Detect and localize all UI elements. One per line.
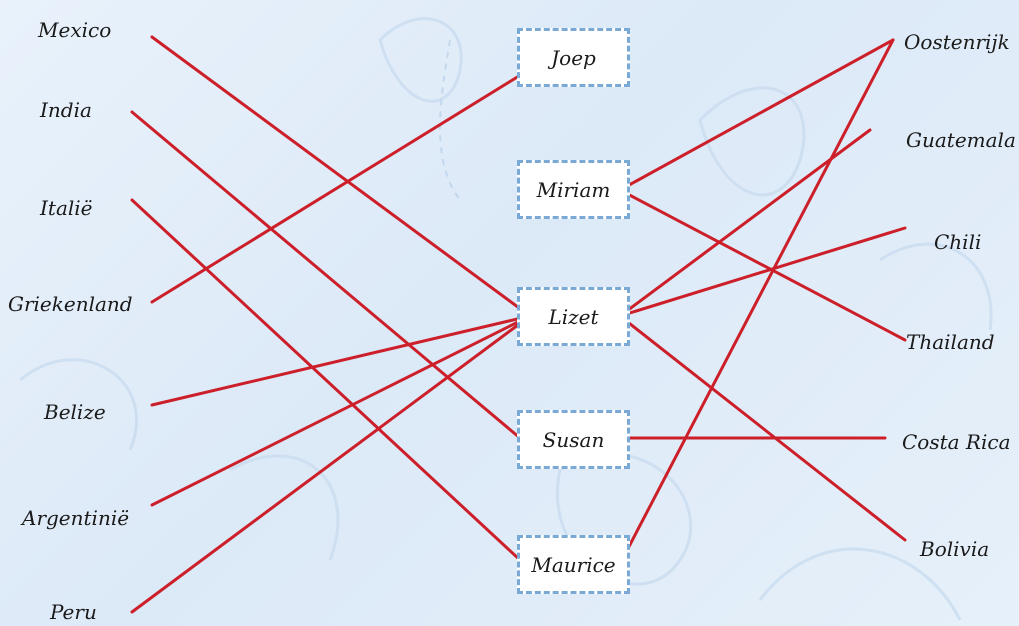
person-box-miriam: Miriam	[517, 160, 630, 219]
country-label-india: India	[40, 98, 92, 122]
country-label-belize: Belize	[44, 400, 106, 424]
country-label-guatemala: Guatemala	[906, 128, 1016, 152]
country-label-thailand: Thailand	[906, 330, 995, 354]
country-label-costa-rica: Costa Rica	[902, 430, 1011, 454]
country-label-bolivia: Bolivia	[920, 537, 990, 561]
country-label-chili: Chili	[934, 230, 982, 254]
country-label-griekenland: Griekenland	[8, 292, 133, 316]
connector-line	[150, 35, 532, 318]
person-box-maurice: Maurice	[517, 535, 630, 594]
connector-line	[618, 38, 895, 192]
connector-line	[150, 314, 532, 507]
connector-line	[150, 58, 547, 304]
connector-line	[130, 314, 532, 614]
connector-line	[620, 38, 895, 562]
connector-line	[618, 314, 907, 542]
country-label-oostenrijk: Oostenrijk	[904, 30, 1010, 54]
connector-line	[618, 226, 907, 318]
connector-line	[618, 188, 907, 342]
person-box-joep: Joep	[517, 28, 630, 87]
connector-line	[150, 314, 532, 407]
country-label-peru: Peru	[50, 600, 97, 624]
country-label-argentinie: Argentinië	[22, 506, 130, 530]
connector-line	[130, 110, 522, 440]
person-box-susan: Susan	[517, 410, 630, 469]
country-label-mexico: Mexico	[38, 18, 112, 42]
country-label-italie: Italië	[40, 196, 93, 220]
connector-line	[130, 198, 522, 562]
connector-line	[618, 128, 872, 318]
person-box-lizet: Lizet	[517, 287, 630, 346]
